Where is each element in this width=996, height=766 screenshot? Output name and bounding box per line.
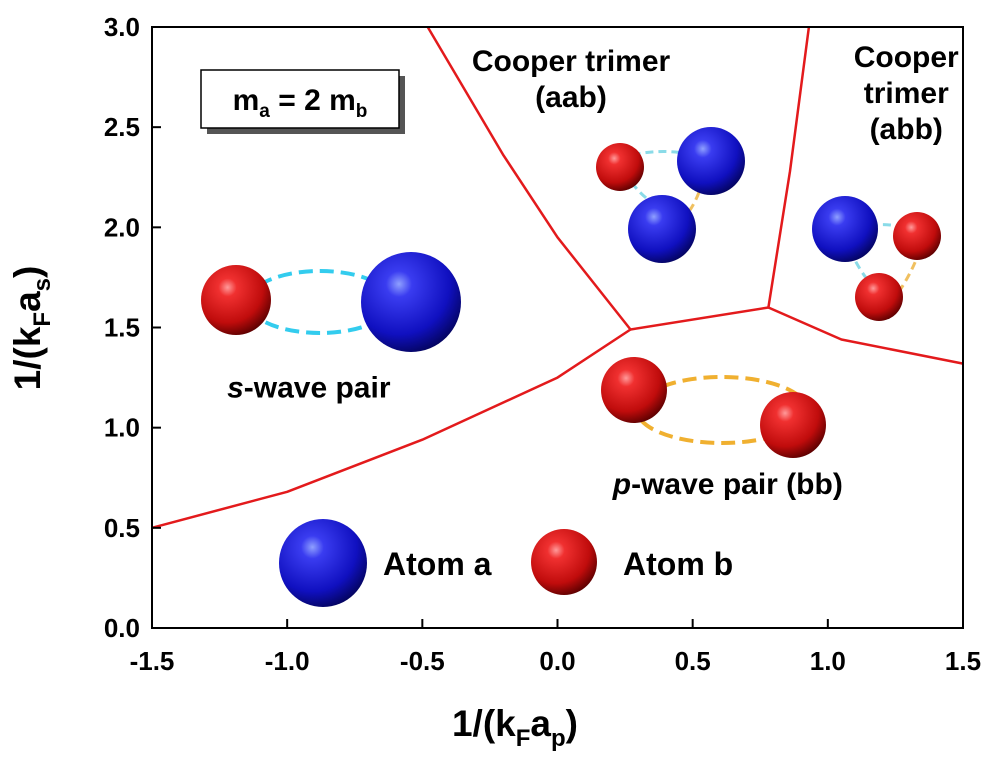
phase-boundary-4: [767, 26, 811, 308]
y-tick-label: 2.0: [104, 212, 140, 242]
region-label-trimer: Cooper trimer(aab): [472, 45, 671, 114]
x-tick-label: 1.5: [945, 646, 981, 676]
atom-b-sphere: [760, 392, 826, 458]
legend-atom-b-label: Atom b: [623, 546, 733, 582]
mass-ratio-inset: ma = 2 mb: [200, 69, 405, 134]
y-tick-label: 1.0: [104, 413, 140, 443]
x-axis-title: 1/(kFap): [452, 703, 578, 752]
atom-b-sphere: [601, 357, 667, 423]
atom-a-sphere: [812, 196, 878, 262]
y-tick-label: 2.5: [104, 112, 140, 142]
y-tick-label: 1.5: [104, 313, 140, 343]
legend: Atom a Atom b: [279, 519, 733, 607]
atoms: [201, 127, 941, 458]
legend-atom-a-marker: [279, 519, 367, 607]
x-tick-label: -0.5: [400, 646, 445, 676]
atom-a-sphere: [677, 127, 745, 195]
x-tick-label: -1.0: [265, 646, 310, 676]
phase-boundary-5: [767, 306, 964, 365]
svg-text:ma = 2 mb: ma = 2 mb: [233, 84, 368, 122]
y-tick-label: 0.0: [104, 613, 140, 643]
atom-b-sphere: [201, 265, 271, 335]
phase-boundary-2: [426, 26, 632, 331]
region-labels: s-wave pair p-wave pair (bb) Cooper trimer…: [227, 41, 959, 501]
atom-a-sphere: [628, 195, 696, 263]
atom-b-sphere: [893, 212, 941, 260]
x-tick-label: -1.5: [130, 646, 175, 676]
region-label-pair: s-wave pair: [227, 372, 391, 405]
y-tick-label: 3.0: [104, 12, 140, 42]
trimer-aab-bond: [619, 150, 705, 160]
axis-ticks: -1.5 -1.0 -0.5 0.0 0.5 1.0 1.5 0.0 0.5 1.0 1.5 2.0 2…: [104, 12, 981, 676]
y-tick-label: 0.5: [104, 513, 140, 543]
region-label-pair: p-wave pair (bb): [612, 468, 843, 501]
phase-boundary-3: [630, 306, 769, 331]
atom-b-sphere: [596, 143, 644, 191]
atom-a-sphere: [361, 252, 461, 352]
x-tick-label: 0.5: [675, 646, 711, 676]
phase-boundaries: [151, 26, 964, 530]
legend-atom-b-marker: [531, 529, 597, 595]
x-tick-label: 0.0: [539, 646, 575, 676]
phase-boundary-1: [151, 328, 632, 530]
atom-b-sphere: [855, 273, 903, 321]
y-axis-title: 1/(kFas): [7, 266, 56, 391]
x-tick-label: 1.0: [810, 646, 846, 676]
legend-atom-a-label: Atom a: [383, 546, 492, 582]
